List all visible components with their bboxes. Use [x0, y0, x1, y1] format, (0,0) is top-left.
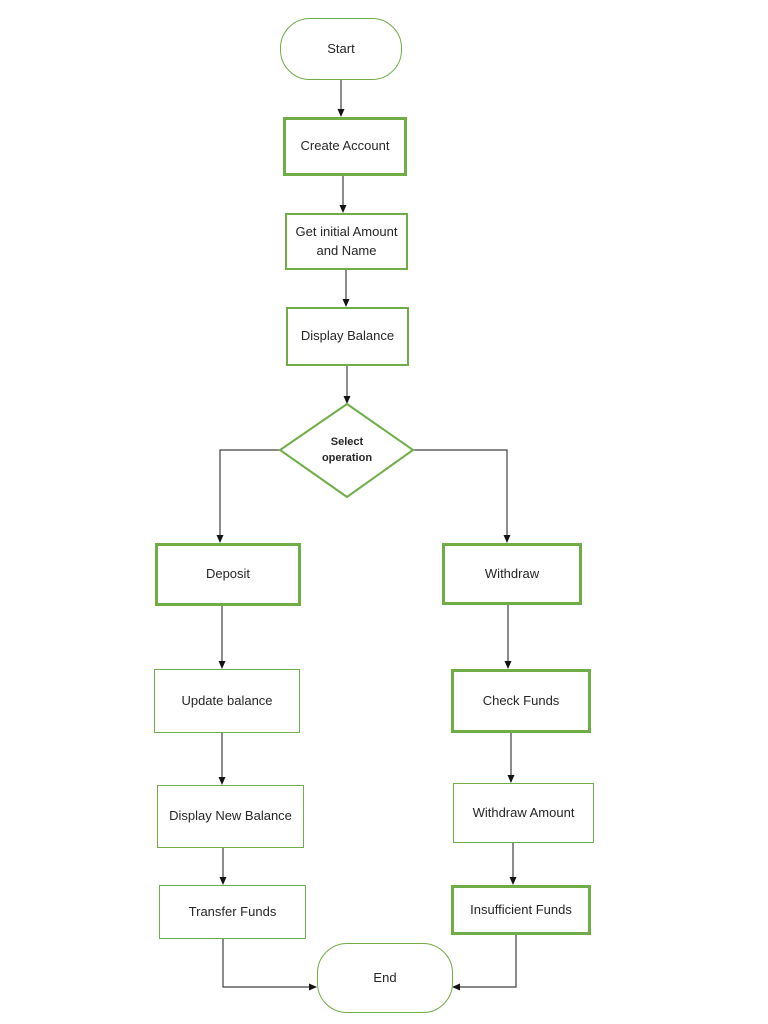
node-display-balance: Display Balance: [286, 307, 409, 366]
node-get-initial-amount-and-name: Get initial Amount and Name: [285, 213, 408, 270]
node-select-operation-label: Select operation: [321, 436, 373, 464]
arrowhead-transfer-funds: [219, 877, 227, 885]
arrowhead-insufficient-funds: [509, 877, 517, 885]
arrowhead-get-initial: [339, 205, 347, 213]
arrowhead-withdraw: [503, 535, 511, 543]
node-withdraw: Withdraw: [442, 543, 582, 605]
arrowhead-deposit: [216, 535, 224, 543]
node-withdraw-amount: Withdraw Amount: [453, 783, 594, 843]
node-transfer-funds: Transfer Funds: [159, 885, 306, 939]
arrowhead-display-new-balance: [218, 777, 226, 785]
node-start: Start: [280, 18, 402, 80]
arrowhead-create-account: [337, 109, 345, 117]
arrowhead-update-balance: [218, 661, 226, 669]
node-deposit: Deposit: [155, 543, 301, 606]
node-insufficient-funds: Insufficient Funds: [451, 885, 591, 935]
arrowhead-withdraw-amount: [507, 775, 515, 783]
connector-select-operation-to-deposit: [219, 449, 280, 537]
node-update-balance: Update balance: [154, 669, 300, 733]
connector-select-operation-to-withdraw: [413, 449, 508, 537]
node-display-new-balance: Display New Balance: [157, 785, 304, 848]
arrowhead-select-operation: [343, 396, 351, 404]
node-create-account: Create Account: [283, 117, 407, 176]
connector-transfer-funds-to-end: [222, 939, 311, 988]
arrowhead-end-left: [309, 983, 317, 991]
node-check-funds: Check Funds: [451, 669, 591, 733]
arrowhead-end-right: [452, 983, 460, 991]
arrowhead-check-funds: [504, 661, 512, 669]
node-end: End: [317, 943, 453, 1013]
connector-insufficient-funds-to-end: [458, 935, 517, 988]
arrowhead-display-balance: [342, 299, 350, 307]
